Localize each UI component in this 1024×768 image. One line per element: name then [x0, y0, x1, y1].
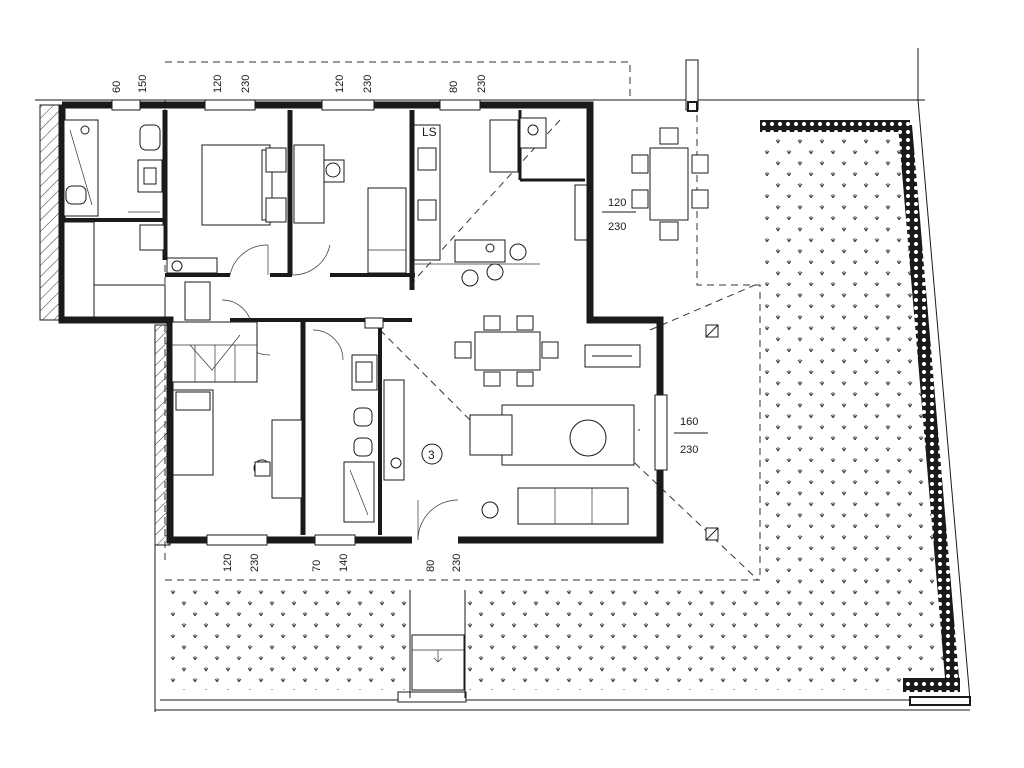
windows [111, 99, 668, 546]
hedge [760, 120, 960, 692]
master-bedroom [166, 144, 287, 274]
dimension-label: 80 [425, 560, 437, 572]
garden-left [170, 590, 410, 690]
dimension-label: 150 [137, 75, 149, 93]
interior-walls [62, 110, 585, 535]
dimension-label: 230 [451, 554, 463, 572]
bedroom-3 [172, 389, 303, 499]
doors [221, 244, 459, 541]
room-number-marker: 3 [428, 448, 435, 462]
study-room [293, 144, 407, 274]
garden-right [466, 125, 948, 690]
dimension-label: 60 [111, 81, 123, 93]
staircase [171, 321, 258, 383]
dimension-label: 70 [311, 560, 323, 572]
living-area: 3 [383, 344, 641, 525]
property-lines [35, 48, 971, 712]
dimension-label: 230 [608, 221, 626, 233]
dimension-label: 120 [608, 197, 626, 209]
dimension-label: 230 [249, 554, 261, 572]
dimension-label: 160 [680, 416, 698, 428]
kitchen-label: LS [422, 125, 437, 139]
dimension-label: 230 [240, 75, 252, 93]
dimension-label: 120 [212, 75, 224, 93]
dining-table [454, 315, 559, 387]
dimension-label: 120 [222, 554, 234, 572]
kitchen: LS [413, 117, 547, 287]
dimension-label: 80 [448, 81, 460, 93]
bathroom-2 [343, 354, 378, 523]
bathroom-1 [63, 119, 163, 217]
dimension-label: 230 [362, 75, 374, 93]
dimension-label: 230 [680, 444, 698, 456]
dimension-labels-bottom: 120 230 70 140 80 230 [222, 554, 463, 572]
dimension-label: 120 [334, 75, 346, 93]
dimension-label: 230 [476, 75, 488, 93]
dimension-label: 140 [338, 554, 350, 572]
outdoor-dining [631, 127, 709, 241]
dimension-labels-horizontal: 120 230 160 230 [602, 197, 708, 456]
entrance-steps [397, 590, 467, 703]
dimension-labels-top: 60 150 120 230 120 230 80 230 [111, 75, 488, 93]
